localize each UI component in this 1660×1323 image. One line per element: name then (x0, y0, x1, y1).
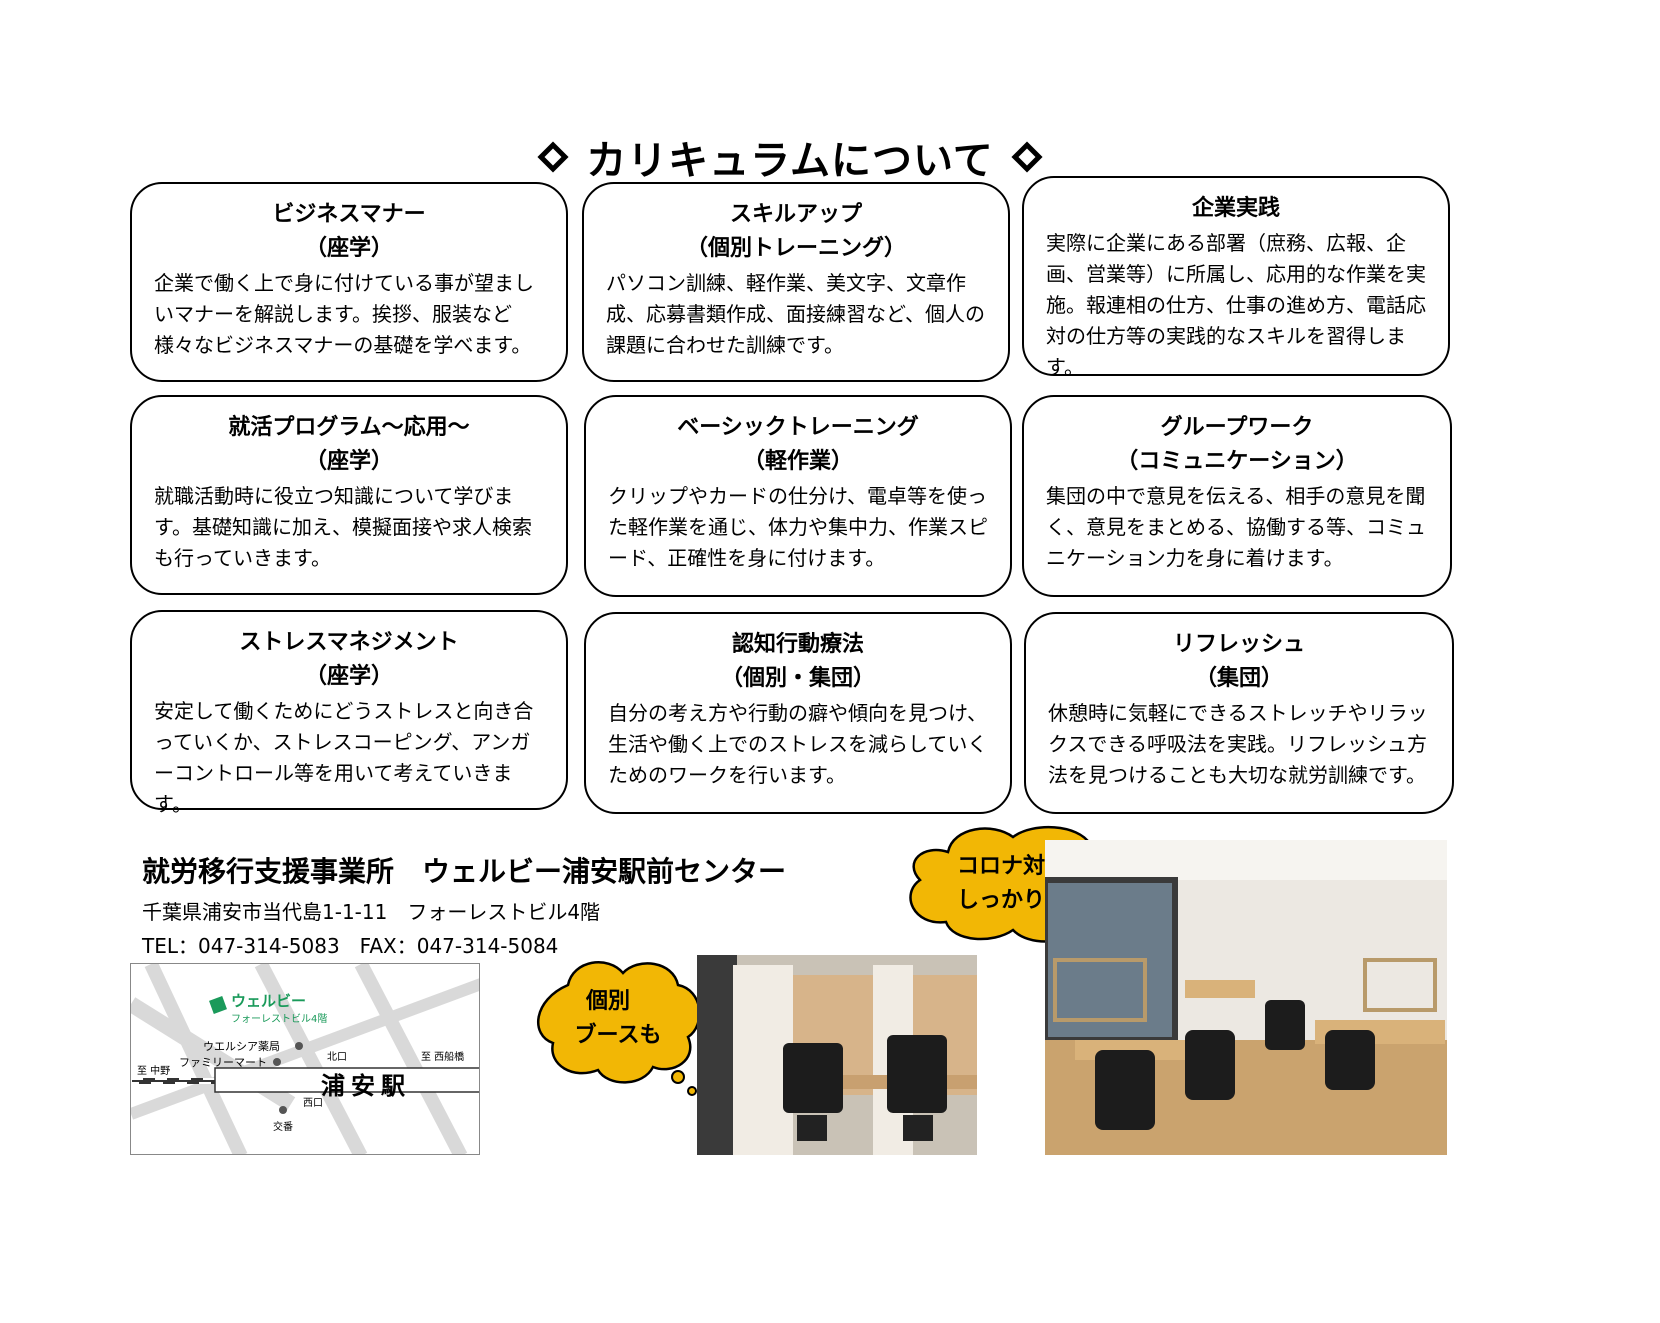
page-title-text: カリキュラムについて (586, 138, 994, 184)
curriculum-card: 企業実践 実際に企業にある部署（庶務、広報、企画、営業等）に所属し、応用的な作業… (1022, 176, 1450, 379)
card-body: 安定して働くためにどうストレスと向き合っていくか、ストレスコーピング、アンガーコ… (154, 699, 534, 816)
curriculum-card: スキルアップ （個別トレーニング） パソコン訓練、軽作業、美文字、文章作成、応募… (582, 182, 1010, 382)
diamond-icon (537, 141, 569, 173)
room-photo (1045, 840, 1447, 1155)
card-title: ベーシックトレーニング (677, 415, 919, 440)
card-subtitle: （座学） (304, 236, 393, 261)
map-station-label: 浦安駅 (321, 1072, 411, 1100)
curriculum-card: リフレッシュ （集団） 休憩時に気軽にできるストレッチやリラックスできる呼吸法を… (1024, 612, 1454, 814)
map-north-exit-label: 北口 (327, 1052, 347, 1063)
map-nakano-label: 至 中野 (137, 1066, 171, 1077)
map-familymart-label: ファミリーマート (179, 1056, 267, 1069)
card-title: 認知行動療法 (731, 632, 864, 657)
booth-callout: 個別 ブースも (528, 955, 708, 1105)
access-map: ウェルビー フォーレストビル4階 ウエルシア薬局 ファミリーマート 北口 至 西… (130, 963, 480, 1155)
card-title: 就活プログラム～応用～ (228, 415, 470, 440)
office-phone: TEL：047-314-5083 FAX：047-314-5084 (142, 934, 559, 958)
map-building-label: フォーレストビル4階 (231, 1014, 328, 1025)
card-title: グループワーク (1160, 415, 1314, 440)
map-west-exit-label: 西口 (303, 1098, 323, 1109)
card-title: リフレッシュ (1172, 632, 1305, 657)
curriculum-card: 就活プログラム～応用～ （座学） 就職活動時に役立つ知識について学びます。基礎知… (130, 395, 568, 595)
map-nishifunabashi-label: 至 西船橋 (421, 1052, 465, 1063)
card-subtitle: （個別・集団） (720, 666, 875, 691)
curriculum-card: ベーシックトレーニング （軽作業） クリップやカードの仕分け、電卓等を使った軽作… (584, 395, 1012, 597)
card-title: スキルアップ (729, 202, 862, 227)
curriculum-card: 認知行動療法 （個別・集団） 自分の考え方や行動の癖や傾向を見つけ、生活や働く上… (584, 612, 1012, 814)
card-body: 就職活動時に役立つ知識について学びます。基礎知識に加え、模擬面接や求人検索も行っ… (154, 484, 532, 570)
card-title: 企業実践 (1191, 196, 1280, 221)
card-subtitle: （座学） (304, 664, 393, 689)
office-address: 千葉県浦安市当代島1-1-11 フォーレストビル4階 (142, 900, 601, 924)
diamond-icon (1011, 141, 1043, 173)
map-koban-label: 交番 (273, 1122, 293, 1133)
page-title: カリキュラムについて (537, 132, 1043, 184)
card-subtitle: （座学） (304, 449, 393, 474)
card-body: クリップやカードの仕分け、電卓等を使った軽作業を通じ、体力や集中力、作業スピード… (608, 484, 988, 570)
card-subtitle: （集団） (1194, 666, 1283, 691)
card-title: ビジネスマナー (272, 202, 426, 227)
curriculum-card: ストレスマネジメント （座学） 安定して働くためにどうストレスと向き合っていくか… (130, 610, 568, 816)
card-body: 実際に企業にある部署（庶務、広報、企画、営業等）に所属し、応用的な作業を実施。報… (1046, 231, 1426, 379)
card-body: 企業で働く上で身に付けている事が望ましいマナーを解説します。挨拶、服装など様々な… (154, 271, 534, 357)
booth-callout-line2: ブースも (574, 1023, 662, 1048)
map-welcia-label: ウエルシア薬局 (203, 1040, 280, 1053)
card-subtitle: （軽作業） (742, 449, 853, 474)
card-body: 集団の中で意見を伝える、相手の意見を聞く、意見をまとめる、協働する等、コミュニケ… (1046, 484, 1426, 570)
office-name: 就労移行支援事業所 ウェルビー浦安駅前センター (142, 855, 787, 888)
card-subtitle: （個別トレーニング） (685, 236, 906, 261)
card-title: ストレスマネジメント (239, 630, 459, 655)
booth-photo (697, 955, 977, 1155)
card-subtitle: （コミュニケーション） (1116, 449, 1358, 474)
curriculum-card: グループワーク （コミュニケーション） 集団の中で意見を伝える、相手の意見を聞く… (1022, 395, 1452, 597)
card-body: 休憩時に気軽にできるストレッチやリラックスできる呼吸法を実践。リフレッシュ方法を… (1048, 701, 1428, 787)
card-body: 自分の考え方や行動の癖や傾向を見つけ、生活や働く上でのストレスを減らしていくため… (608, 701, 988, 787)
curriculum-card: ビジネスマナー （座学） 企業で働く上で身に付けている事が望ましいマナーを解説し… (130, 182, 568, 382)
map-welby-label: ウェルビー (231, 992, 307, 1010)
booth-callout-line1: 個別 (585, 989, 630, 1014)
card-body: パソコン訓練、軽作業、美文字、文章作成、応募書類作成、面接練習など、個人の課題に… (606, 271, 985, 357)
